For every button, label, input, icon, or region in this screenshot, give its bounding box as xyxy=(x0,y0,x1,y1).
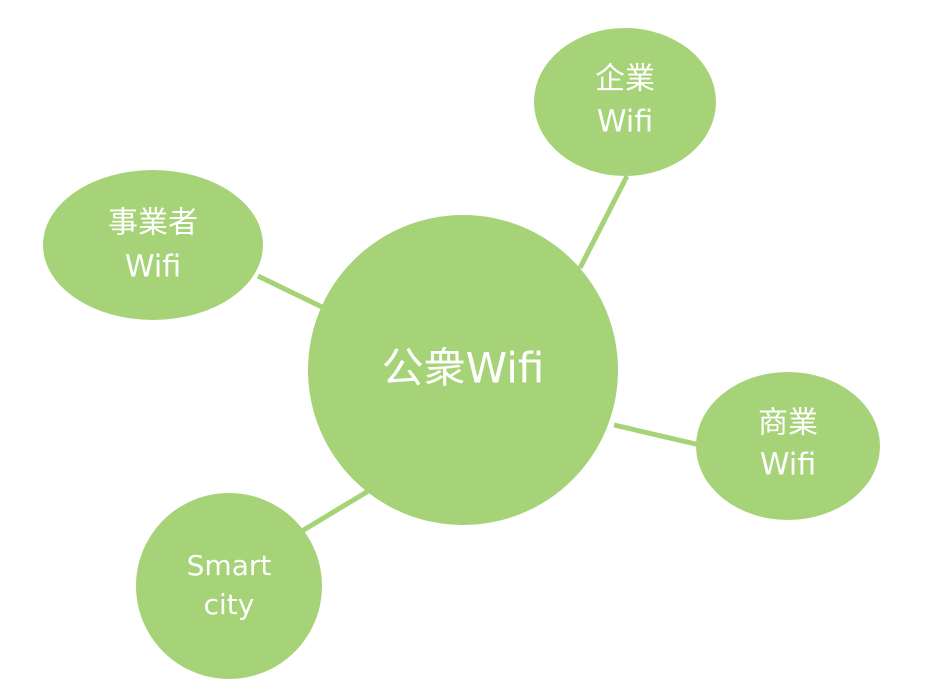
node-smartcity-shape xyxy=(136,493,322,679)
node-business-line2: Wifi xyxy=(125,250,181,285)
node-enterprise-line2: Wifi xyxy=(597,105,653,140)
connector-smartcity xyxy=(290,487,372,540)
node-commercial-line1: 商業 xyxy=(758,406,818,441)
node-smartcity: Smart city xyxy=(136,493,322,679)
node-enterprise-line1: 企業 xyxy=(595,62,655,97)
node-business: 事業者 Wifi xyxy=(43,170,263,320)
node-commercial-line2: Wifi xyxy=(760,448,816,483)
node-enterprise-shape xyxy=(534,28,716,176)
connector-commercial xyxy=(613,422,701,448)
connector-enterprise xyxy=(577,174,630,270)
node-business-shape xyxy=(43,170,263,320)
node-smartcity-line1: Smart xyxy=(187,549,272,582)
node-center-shape xyxy=(308,215,618,525)
node-smartcity-line2: city xyxy=(204,588,255,621)
node-center: 公衆Wifi xyxy=(308,215,618,525)
node-business-line1: 事業者 xyxy=(108,206,198,241)
node-commercial-shape xyxy=(696,372,880,520)
node-enterprise: 企業 Wifi xyxy=(534,28,716,176)
connectors xyxy=(256,174,701,540)
node-commercial: 商業 Wifi xyxy=(696,372,880,520)
connector-business xyxy=(256,273,324,310)
node-center-label: 公衆Wifi xyxy=(382,344,545,393)
